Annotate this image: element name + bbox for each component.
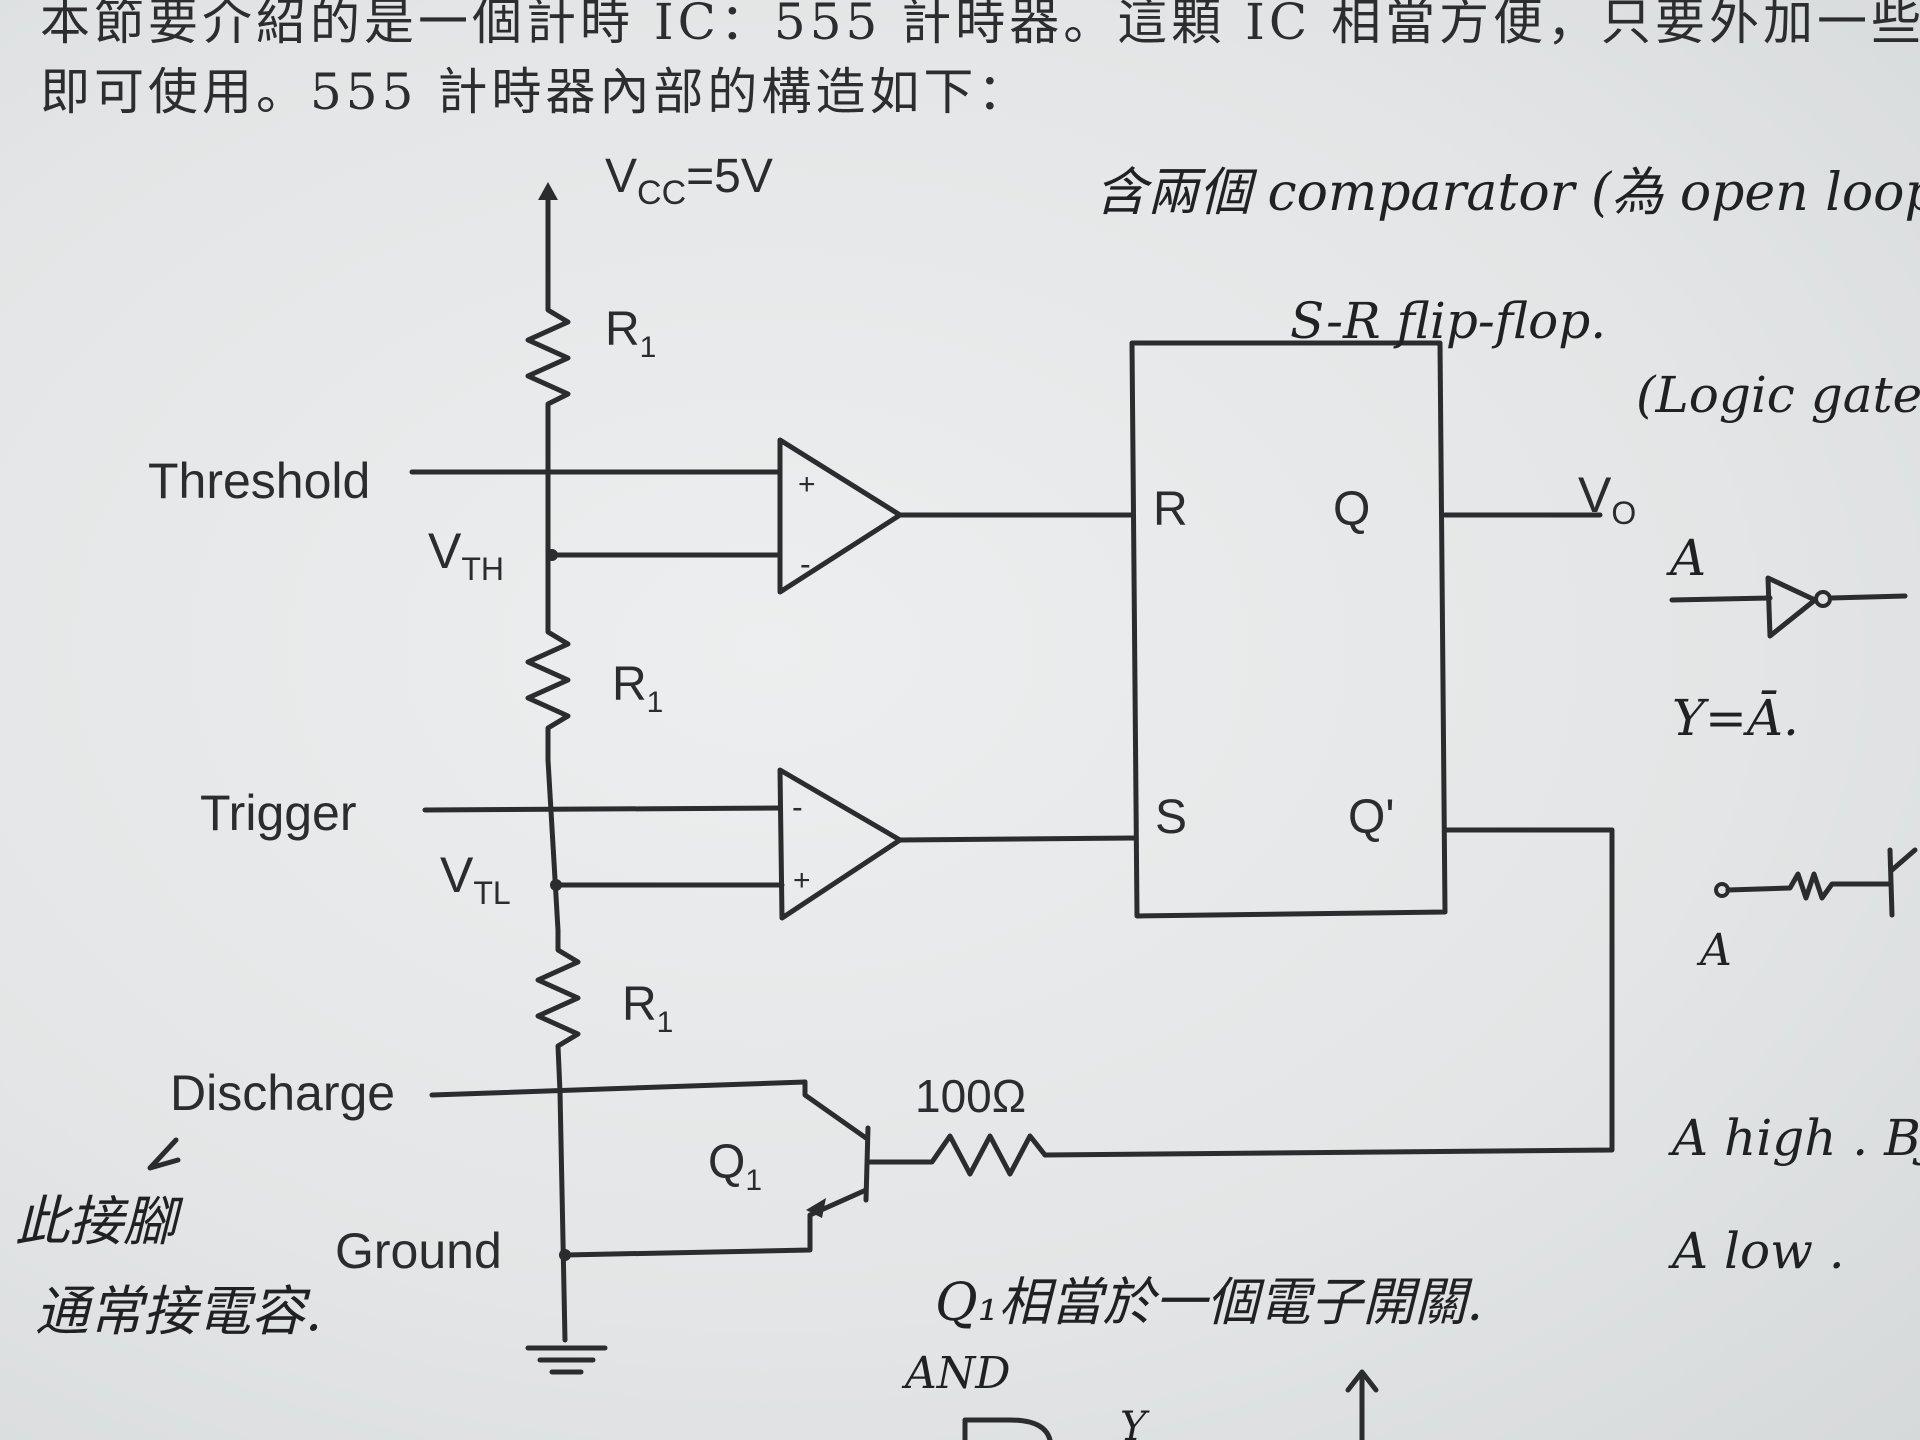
- handwritten-q1-note: Q₁相當於一個電子開關.: [935, 1273, 1483, 1333]
- flipflop-q-bar: Q': [1348, 791, 1395, 844]
- handwritten-comparator-note: 含兩個 comparator (為 open loop opera: [1095, 163, 1920, 223]
- handwritten-flipflop-note: S-R flip-flop.: [1290, 292, 1606, 350]
- resistor-3-label: R1: [622, 978, 673, 1039]
- not-gate-icon: [1669, 575, 1908, 639]
- handwritten-a-label: A: [1666, 529, 1706, 587]
- comparator-2: [777, 767, 903, 921]
- trigger-label: Trigger: [200, 785, 357, 841]
- transistor-label: Q1: [708, 1136, 762, 1197]
- resistor-1: [525, 297, 571, 443]
- up-arrow-icon: [1345, 1369, 1379, 1440]
- vth-label: VTH: [428, 523, 504, 587]
- emitter-arrow-icon: [806, 1198, 826, 1218]
- resistor-100-ohm: [865, 1133, 1048, 1177]
- flipflop-box: [1129, 340, 1448, 919]
- vcc-rail: [538, 182, 558, 303]
- handwritten-y-bottom: Y: [1120, 1404, 1150, 1440]
- flipflop-s: S: [1155, 791, 1187, 844]
- ground-icon: [525, 1345, 608, 1375]
- and-gate-sketch-icon: [962, 1417, 1053, 1440]
- handwritten-a-high: A high . BJT: [1668, 1109, 1920, 1167]
- resistor-2: [525, 617, 571, 763]
- comparator-2-minus: -: [792, 789, 803, 825]
- handwritten-discharge-note-2: 通常接電容.: [35, 1280, 322, 1343]
- arrow-icon: [147, 1137, 181, 1171]
- threshold-label: Threshold: [148, 453, 370, 509]
- flipflop-r: R: [1153, 483, 1188, 536]
- vcc-label: VCC=5V: [605, 150, 773, 212]
- vtl-label: VTL: [440, 847, 511, 911]
- bjt-sketch-icon: [1714, 847, 1918, 918]
- resistor-2-label: R1: [612, 658, 663, 719]
- comparator-1-plus: +: [798, 468, 816, 501]
- flipflop-q: Q: [1333, 483, 1370, 536]
- ground-label: Ground: [335, 1223, 502, 1279]
- handwritten-y-equation: Y=Ā.: [1672, 689, 1799, 747]
- comparator-1-minus: -: [800, 546, 811, 582]
- printed-text-line-1: 本節要介紹的是一個計時 IC：555 計時器。這顆 IC 相當方便，只要外加一些…: [40, 0, 1920, 51]
- printed-text-line-2: 即可使用。555 計時器內部的構造如下：: [40, 63, 1032, 121]
- resistor-1-label: R1: [605, 303, 656, 364]
- handwritten-discharge-note-1: 此接腳: [15, 1190, 184, 1253]
- transistor-q1: [802, 1079, 871, 1248]
- handwritten-logic-gate-note: (Logic gate): [1636, 366, 1920, 424]
- discharge-label: Discharge: [170, 1065, 395, 1121]
- handwritten-a-label-2: A: [1696, 925, 1732, 976]
- vo-label: VO: [1578, 467, 1636, 531]
- resistor-100-label: 100Ω: [915, 1070, 1026, 1122]
- handwritten-and-note: AND: [901, 1348, 1011, 1399]
- handwritten-a-low: A low .: [1668, 1222, 1845, 1280]
- resistor-3: [535, 927, 581, 1095]
- vcc-arrow-icon: [538, 182, 558, 200]
- comparator-1: [777, 437, 903, 595]
- comparator-2-plus: +: [793, 864, 811, 897]
